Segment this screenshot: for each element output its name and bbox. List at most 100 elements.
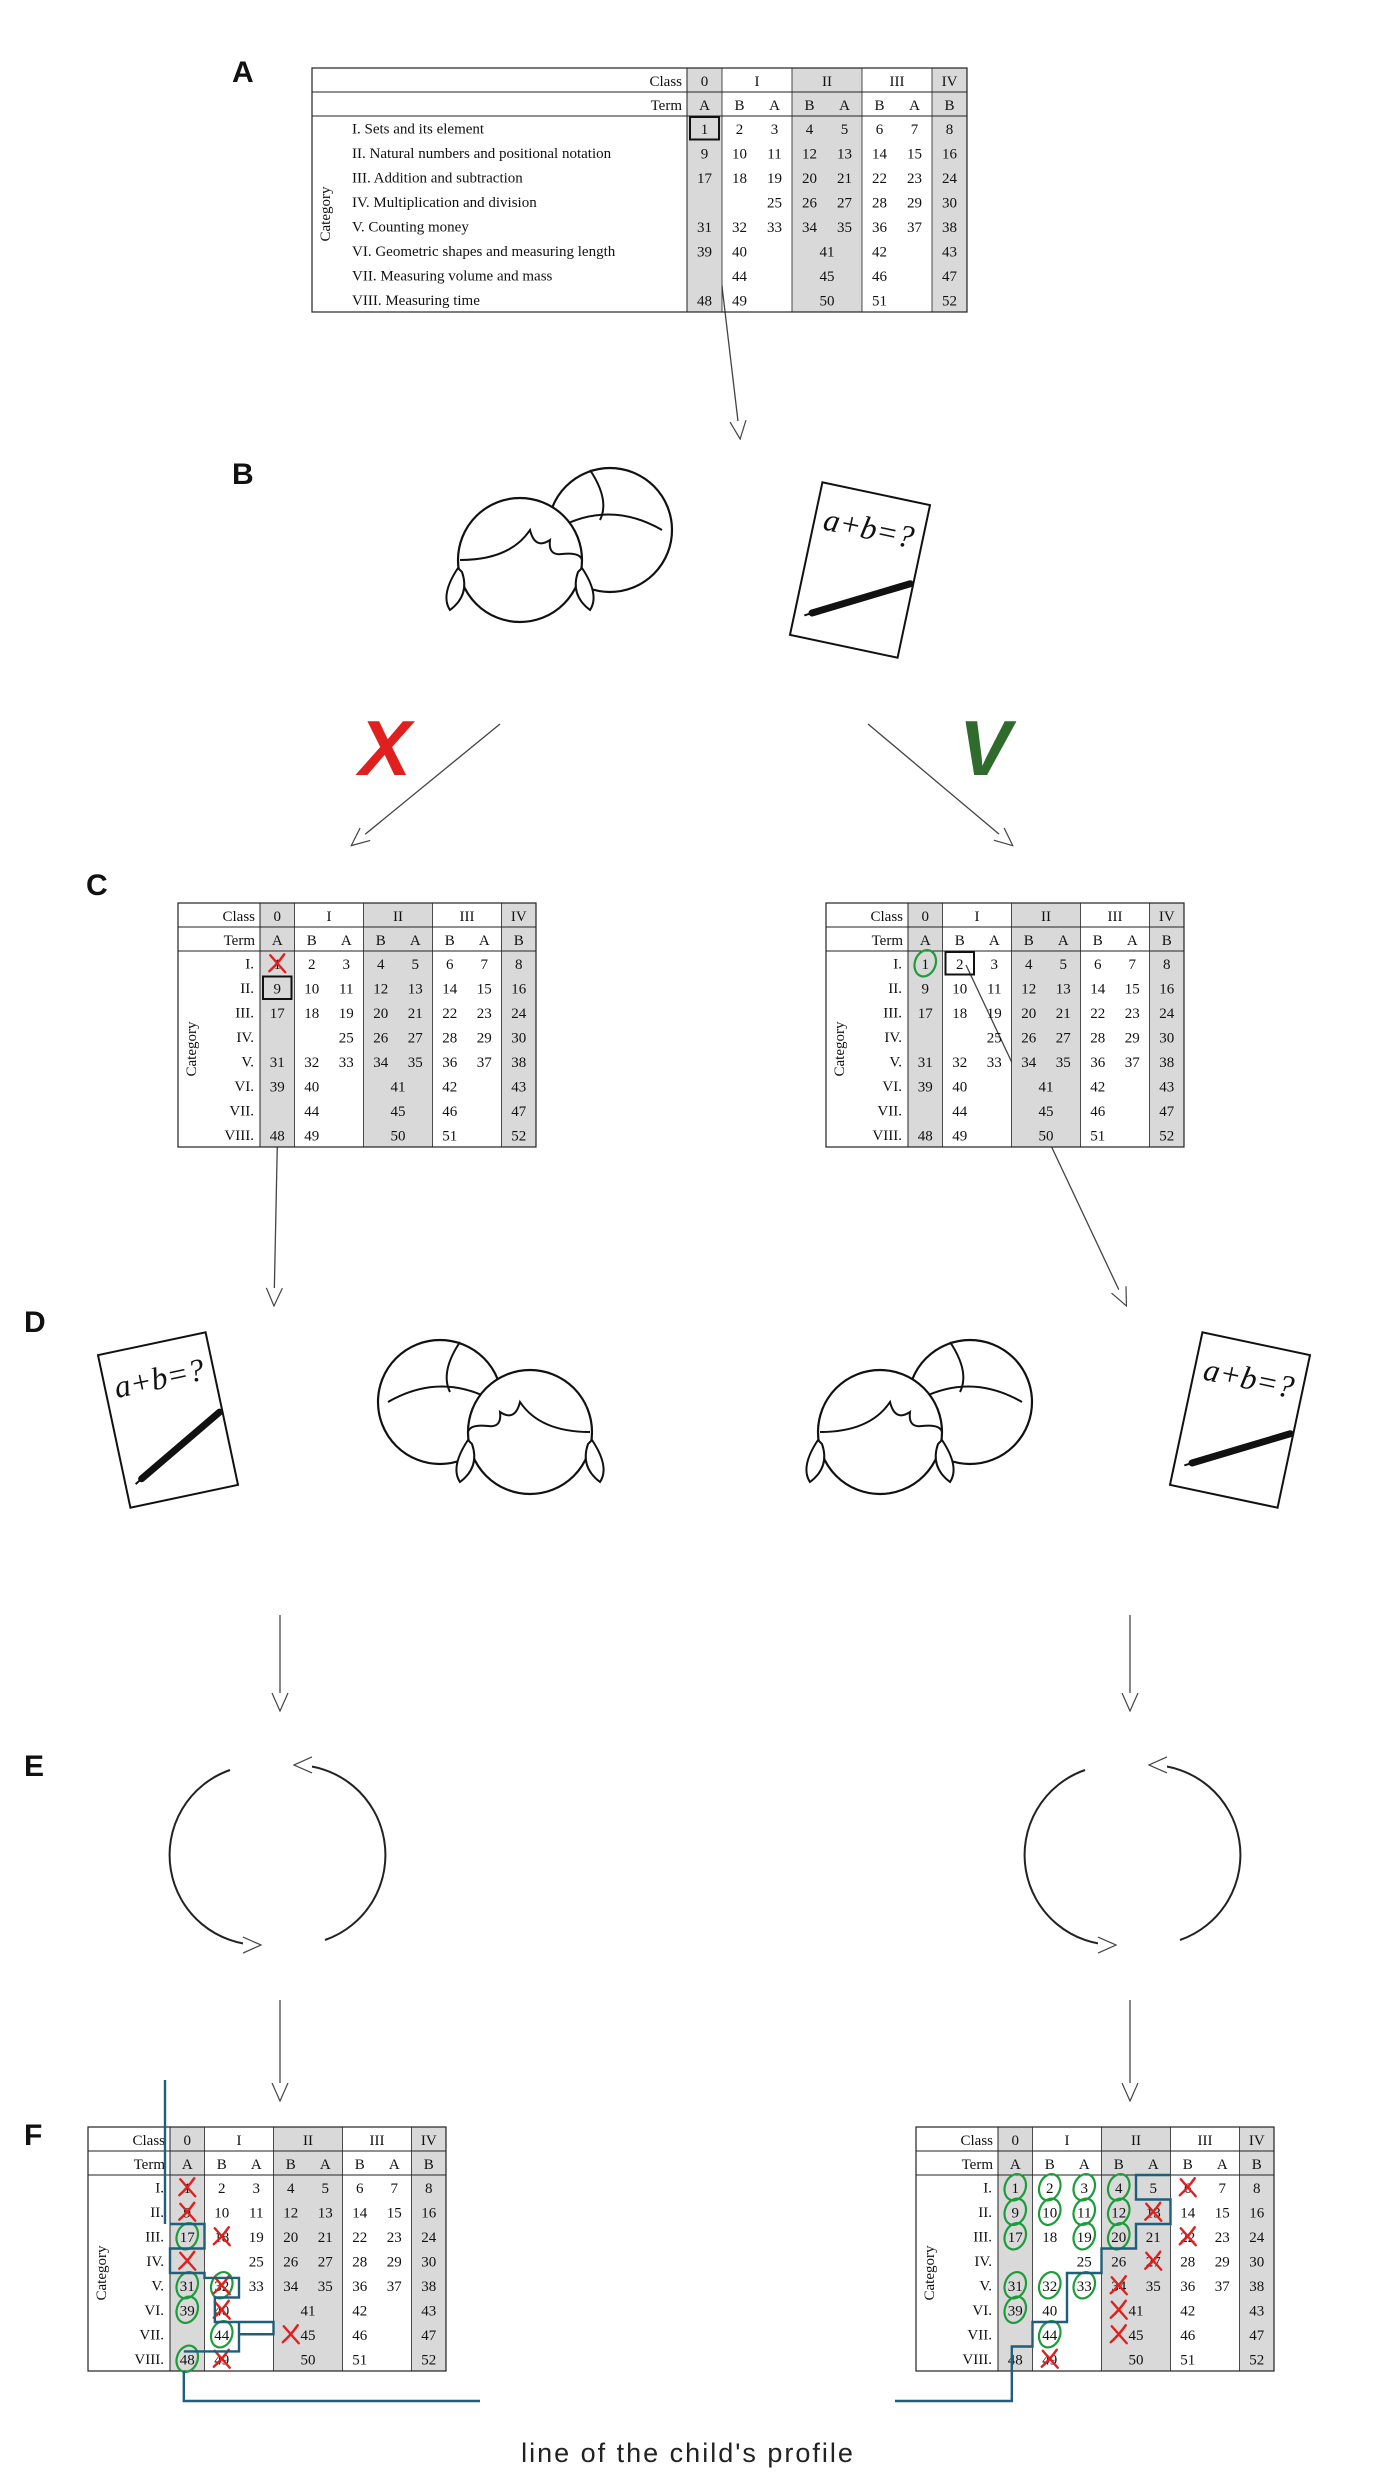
term-header-1: B bbox=[955, 933, 965, 949]
table-cell: 35 bbox=[1146, 2279, 1161, 2295]
table-cell: 2 bbox=[308, 957, 316, 973]
category-label-3: IV. bbox=[974, 2254, 992, 2270]
table-cell: 30 bbox=[1159, 1031, 1174, 1047]
table-cell: 31 bbox=[1008, 2279, 1023, 2295]
category-label-0: I. Sets and its element bbox=[352, 122, 485, 138]
panel-letter-a: A bbox=[232, 56, 254, 89]
category-label-7: VIII. bbox=[962, 2352, 992, 2368]
term-header-5: B bbox=[445, 933, 455, 949]
category-label-4: V. bbox=[151, 2279, 164, 2295]
class-header-4: IV bbox=[1159, 909, 1175, 925]
table-cell: 50 bbox=[1039, 1129, 1054, 1145]
table-cell: 5 bbox=[322, 2181, 330, 2197]
table-cell: 9 bbox=[701, 147, 709, 163]
class-header-4: IV bbox=[1249, 2133, 1265, 2149]
table-cell: 38 bbox=[511, 1055, 526, 1071]
term-header-0: A bbox=[699, 98, 710, 114]
class-header-label: Class bbox=[132, 2133, 165, 2149]
table-cell: 6 bbox=[1094, 957, 1102, 973]
table-cell: 4 bbox=[1115, 2181, 1123, 2197]
shaded-column bbox=[932, 68, 967, 312]
table-cell: 27 bbox=[1056, 1031, 1072, 1047]
table-cell: 50 bbox=[301, 2353, 316, 2369]
table-cell: 22 bbox=[872, 171, 887, 187]
table-cell: 25 bbox=[767, 196, 782, 212]
table-cell: 29 bbox=[477, 1031, 492, 1047]
category-label-3: IV. bbox=[236, 1030, 254, 1046]
wrong-mark bbox=[178, 2201, 197, 2222]
table-cell: 45 bbox=[1039, 1104, 1054, 1120]
class-header-0: 0 bbox=[701, 74, 709, 90]
table-cell: 5 bbox=[1060, 957, 1068, 973]
table-cell: 9 bbox=[274, 982, 282, 998]
table-cell: 36 bbox=[442, 1055, 458, 1071]
shaded-column bbox=[792, 68, 827, 312]
wrong-mark bbox=[178, 2250, 197, 2271]
term-header-7: B bbox=[1252, 2157, 1262, 2173]
panel-letter-f: F bbox=[24, 2119, 42, 2152]
correct-mark bbox=[1003, 2295, 1028, 2324]
table-cell: 44 bbox=[732, 269, 748, 285]
category-axis-label: Category bbox=[832, 1021, 848, 1076]
table-cell: 3 bbox=[771, 122, 779, 138]
table-cell: 5 bbox=[841, 122, 849, 138]
table-cell: 14 bbox=[872, 147, 888, 163]
shaded-column bbox=[1239, 2127, 1274, 2371]
table-cell: 10 bbox=[214, 2206, 229, 2222]
table-cell: 26 bbox=[1021, 1031, 1037, 1047]
worksheet-figure-right: a+b=? bbox=[1170, 1332, 1310, 1507]
table-cell: 21 bbox=[408, 1006, 423, 1022]
repeat-cycle-left bbox=[168, 1765, 387, 1945]
cycle-arrow-left bbox=[168, 1769, 260, 1945]
category-label-7: VIII. Measuring time bbox=[352, 293, 480, 309]
table-cell: 27 bbox=[837, 196, 853, 212]
table-cell: 51 bbox=[352, 2353, 367, 2369]
table-cell: 31 bbox=[270, 1055, 285, 1071]
table-cell: 50 bbox=[391, 1129, 406, 1145]
table-cell: 37 bbox=[1215, 2279, 1231, 2295]
category-label-5: VI. Geometric shapes and measuring lengt… bbox=[352, 244, 616, 260]
shaded-column bbox=[1011, 903, 1046, 1147]
table-cell: 14 bbox=[352, 2206, 368, 2222]
term-header-0: A bbox=[272, 933, 283, 949]
table-cell: 16 bbox=[421, 2206, 437, 2222]
table-cell: 40 bbox=[732, 245, 747, 261]
class-header-2: II bbox=[1131, 2133, 1141, 2149]
term-header-5: B bbox=[874, 98, 884, 114]
table-cell: 45 bbox=[1129, 2328, 1144, 2344]
table-cell: 42 bbox=[1090, 1080, 1105, 1096]
table-cell: 14 bbox=[442, 982, 458, 998]
table-cell: 42 bbox=[442, 1080, 457, 1096]
table-cell: 30 bbox=[1249, 2255, 1264, 2271]
wrong-mark bbox=[1040, 2348, 1059, 2369]
shaded-column bbox=[363, 903, 398, 1147]
table-cell: 25 bbox=[339, 1031, 354, 1047]
class-header-1: I bbox=[327, 909, 332, 925]
table-cell: 51 bbox=[1180, 2353, 1195, 2369]
correct-mark bbox=[913, 949, 938, 978]
term-header-4: A bbox=[410, 933, 421, 949]
category-label-2: III. bbox=[145, 2230, 164, 2246]
wrong-mark bbox=[1109, 2275, 1128, 2296]
table-cell: 11 bbox=[987, 982, 1001, 998]
table-cell: 3 bbox=[253, 2181, 261, 2197]
category-label-4: V. bbox=[241, 1055, 254, 1071]
term-header-0: A bbox=[1010, 2157, 1021, 2173]
shaded-column bbox=[687, 68, 722, 312]
term-header-1: B bbox=[1045, 2157, 1055, 2173]
panel-letter-e: E bbox=[24, 1750, 44, 1783]
table-cell: 10 bbox=[952, 982, 967, 998]
table-cell: 52 bbox=[1249, 2353, 1264, 2369]
table-cell: 39 bbox=[918, 1080, 933, 1096]
table-cell: 4 bbox=[806, 122, 814, 138]
wrong-mark bbox=[1109, 2324, 1128, 2345]
table-cell: 24 bbox=[1159, 1006, 1175, 1022]
table-cell: 23 bbox=[387, 2230, 402, 2246]
table-cell: 8 bbox=[1253, 2181, 1261, 2197]
class-header-label: Class bbox=[870, 909, 903, 925]
table-cell: 27 bbox=[408, 1031, 424, 1047]
table-cell: 26 bbox=[1111, 2255, 1127, 2271]
table-cell: 44 bbox=[952, 1104, 968, 1120]
